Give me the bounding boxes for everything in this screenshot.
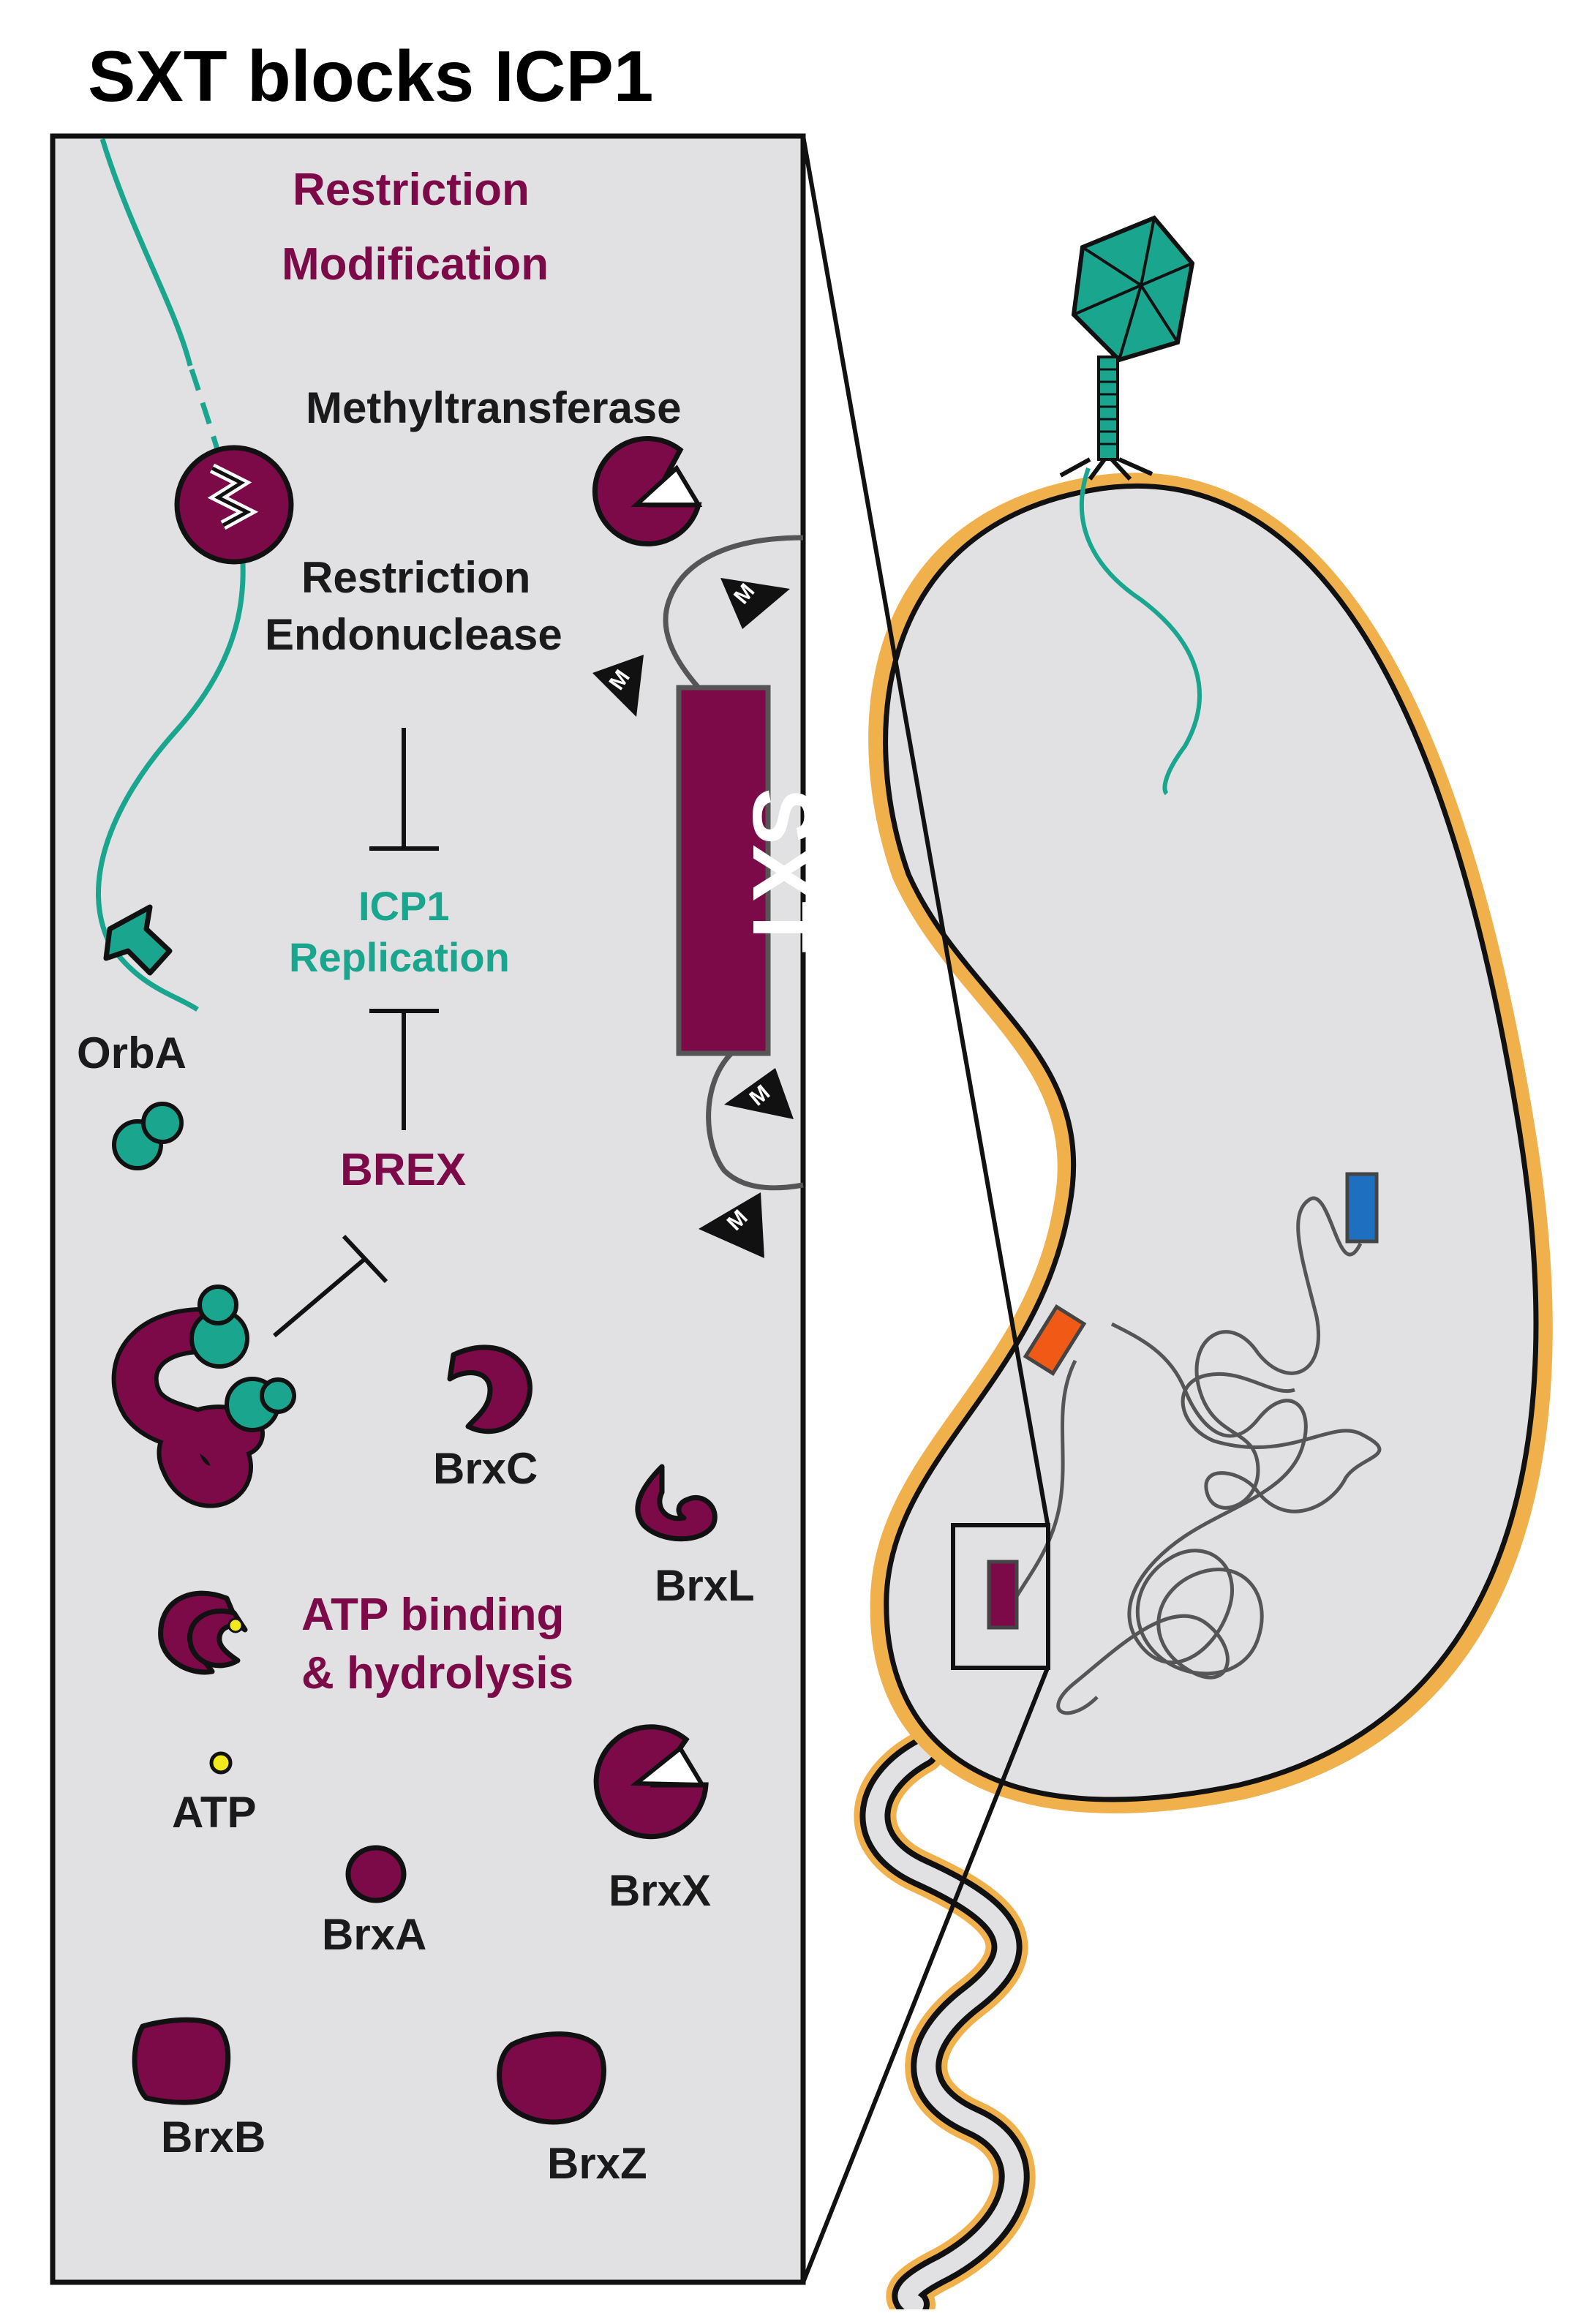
brxb-protein [132, 2017, 231, 2105]
sxt-mini-element [987, 1560, 1019, 1630]
label-restriction: Restriction [293, 165, 530, 215]
bacterium-cell [854, 467, 1553, 2313]
inhibition-bar-icon [369, 728, 439, 851]
brxa-protein [345, 1845, 407, 1903]
methyltransferase-icon [592, 436, 703, 546]
zoom-panel [50, 133, 806, 2285]
restriction-enzyme-cutting [174, 445, 294, 565]
label-brex: BREX [340, 1145, 466, 1195]
zoom-region-box [951, 1523, 1050, 1670]
label-atp: ATP [172, 1788, 257, 1837]
orba-protein [112, 1102, 184, 1170]
label-brxc: BrxC [433, 1444, 538, 1493]
blue-marker [1345, 1172, 1379, 1244]
phage-tail-fibers [1059, 457, 1153, 481]
inhibition-bar-orba [273, 1234, 388, 1338]
label-modification: Modification [282, 239, 549, 290]
sxt-dna-upper [663, 535, 804, 690]
brxc-protein [447, 1344, 532, 1434]
cell-body [883, 483, 1539, 1802]
sxt-element: SXT [663, 535, 830, 1191]
label-orba: OrbA [77, 1028, 187, 1077]
atp-molecule [209, 1751, 233, 1775]
chromosome-2 [1056, 1322, 1308, 1715]
flagellum-core [865, 1742, 1024, 2313]
methyl-tag-1: M [720, 578, 790, 629]
label-sxt: SXT [735, 788, 830, 953]
label-brxx: BrxX [609, 1866, 711, 1915]
label-hydrolysis: & hydrolysis [301, 1648, 573, 1699]
chromosome-1 [1181, 1196, 1382, 1513]
brxz-protein [497, 2031, 606, 2125]
label-methyltransferase: Methyltransferase [306, 383, 682, 432]
label-endonuclease: Endonuclease [265, 610, 562, 659]
sxt-box [676, 685, 771, 1056]
figure-title: SXT blocks ICP1 [88, 36, 653, 116]
phage-capsid-facets [1073, 217, 1193, 361]
zoom-line-bottom [801, 1665, 1050, 2284]
phage-tail [1097, 356, 1119, 461]
label-brxz: BrxZ [547, 2139, 647, 2188]
zoom-line-top [801, 135, 1050, 1528]
brex-orba-complex [111, 1285, 296, 1508]
label-brxa: BrxA [322, 1910, 426, 1959]
phage-tail-stripes [1099, 368, 1118, 445]
methyl-tag-2: M [592, 655, 644, 717]
inhibition-bar-brex [369, 1009, 439, 1130]
label-icp1: ICP1 [358, 883, 450, 929]
label-brxb: BrxB [161, 2113, 266, 2162]
brxx-protein [593, 1724, 709, 1840]
label-restriction-2: Restriction [301, 553, 530, 602]
brxc-atp-bound [158, 1590, 248, 1675]
icp1-dna-strand [99, 138, 193, 366]
label-atp-binding: ATP binding [301, 1590, 564, 1640]
label-brxl: BrxL [655, 1561, 755, 1610]
orange-marker [1023, 1304, 1087, 1377]
icp1-dna-lower [95, 497, 246, 1012]
phage-dna-injected [1080, 467, 1202, 796]
label-replication: Replication [289, 934, 510, 980]
chromosome-tail [1007, 1359, 1077, 1611]
brxl-protein [635, 1464, 718, 1542]
teal-arrow-icon [103, 904, 173, 976]
phage [1059, 215, 1195, 481]
sxt-dna-lower [706, 1051, 804, 1191]
